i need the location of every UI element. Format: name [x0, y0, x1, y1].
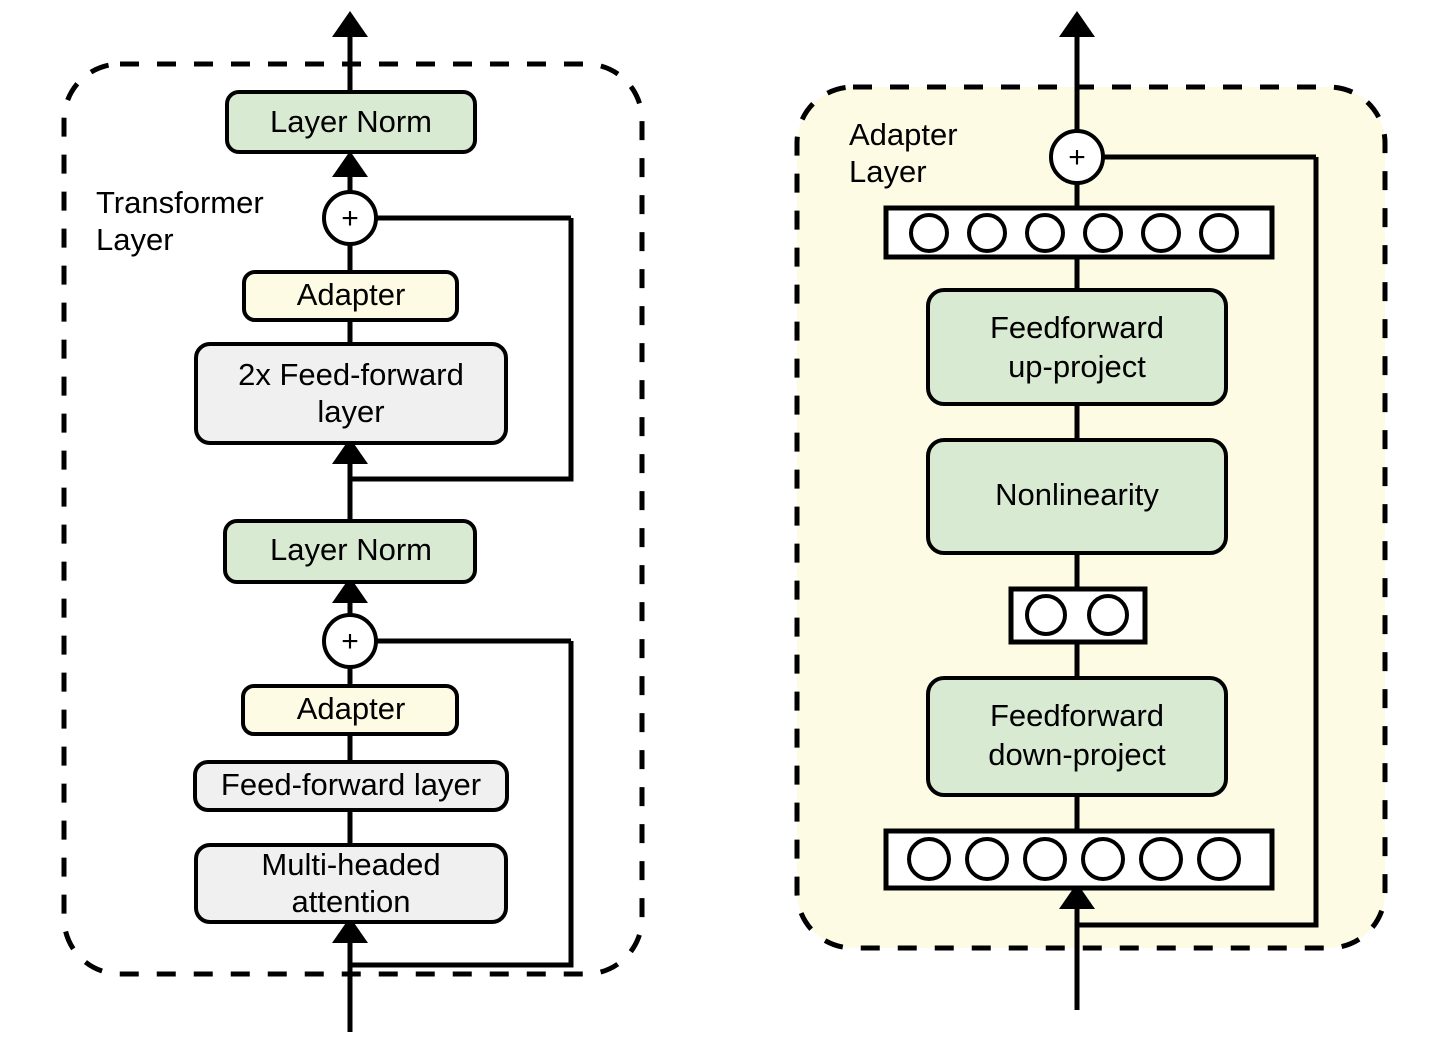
- neuron-input-5: [1139, 837, 1183, 881]
- neuron-output-5: [1141, 213, 1181, 253]
- neuron-output-3: [1025, 213, 1065, 253]
- node-layer-norm-bottom[interactable]: Layer Norm: [223, 519, 477, 584]
- multi-headed-attention-label-line2: attention: [292, 884, 411, 919]
- neuron-input-1: [907, 837, 951, 881]
- neuron-output-4: [1083, 213, 1123, 253]
- layer-norm-top-box: [225, 90, 477, 154]
- adapter-top-label: Adapter: [297, 277, 406, 312]
- transformer-layer-group-label-line1: Transformer: [96, 185, 264, 220]
- feedforward-down-project-label-line2: down-project: [988, 737, 1166, 772]
- feedforward-up-project-label-line2: up-project: [1008, 349, 1146, 384]
- node-neurons-input[interactable]: [883, 828, 1275, 891]
- feedforward-down-project-box: [926, 676, 1228, 797]
- node-adapter-bottom[interactable]: Adapter: [241, 684, 459, 736]
- conn-adapter-skip: [1077, 157, 1319, 928]
- node-multi-headed-attention[interactable]: Multi-headed attention: [194, 843, 508, 924]
- neuron-bottleneck-2: [1087, 594, 1129, 636]
- plus-adapter-circle: [1049, 129, 1105, 185]
- node-feed-forward-2x[interactable]: 2x Feed-forward layer: [194, 342, 508, 445]
- feedforward-up-project-box: [926, 288, 1228, 406]
- neuron-input-6: [1197, 837, 1241, 881]
- node-plus-bottom[interactable]: +: [322, 613, 378, 669]
- node-neurons-output[interactable]: [883, 205, 1275, 260]
- adapter-top-box: [242, 270, 459, 322]
- node-layer-norm-top[interactable]: Layer Norm: [225, 90, 477, 154]
- neuron-input-3: [1023, 837, 1067, 881]
- layer-norm-bottom-label: Layer Norm: [270, 532, 432, 567]
- panel-transformer-layer: Transformer Layer: [61, 10, 645, 1032]
- node-adapter-top[interactable]: Adapter: [242, 270, 459, 322]
- layer-norm-bottom-box: [223, 519, 477, 584]
- node-feedforward-up-project[interactable]: Feedforward up-project: [926, 288, 1228, 406]
- plus-top-label: +: [341, 202, 359, 235]
- neuron-bottleneck-1: [1025, 594, 1067, 636]
- adapter-bottom-box: [241, 684, 459, 736]
- plus-bottom-label: +: [341, 625, 359, 658]
- feedforward-down-project-label-line1: Feedforward: [990, 698, 1164, 733]
- multi-headed-attention-box: [194, 843, 508, 924]
- node-nonlinearity[interactable]: Nonlinearity: [926, 438, 1228, 555]
- feed-forward-layer-label: Feed-forward layer: [221, 767, 481, 802]
- transformer-layer-dashed-border: [61, 61, 645, 977]
- neuron-input-4: [1081, 837, 1125, 881]
- feedforward-up-project-label-line1: Feedforward: [990, 310, 1164, 345]
- node-neurons-bottleneck[interactable]: [1008, 586, 1148, 645]
- neuron-output-1: [909, 213, 949, 253]
- node-feed-forward-layer[interactable]: Feed-forward layer: [193, 760, 509, 812]
- multi-headed-attention-label-line1: Multi-headed: [261, 847, 440, 882]
- conn-residual-top: [350, 218, 574, 482]
- neuron-output-6: [1199, 213, 1239, 253]
- nonlinearity-box: [926, 438, 1228, 555]
- neuron-input-2: [965, 837, 1009, 881]
- node-feedforward-down-project[interactable]: Feedforward down-project: [926, 676, 1228, 797]
- transformer-layer-group-label-line2: Layer: [96, 222, 174, 257]
- adapter-layer-group-label-line2: Layer: [849, 154, 927, 189]
- panel-adapter-layer: Adapter Layer +: [794, 10, 1388, 1010]
- adapter-layer-group-label-line1: Adapter: [849, 117, 958, 152]
- plus-bottom-circle: [322, 613, 378, 669]
- adapter-bottom-label: Adapter: [297, 691, 406, 726]
- plus-adapter-label: +: [1068, 141, 1086, 174]
- nonlinearity-label: Nonlinearity: [995, 477, 1159, 512]
- node-plus-adapter[interactable]: +: [1049, 129, 1105, 185]
- conn-residual-bottom: [350, 641, 574, 968]
- plus-top-circle: [322, 190, 378, 246]
- feed-forward-layer-box: [193, 760, 509, 812]
- feed-forward-2x-label-line1: 2x Feed-forward: [238, 357, 464, 392]
- node-plus-top[interactable]: +: [322, 190, 378, 246]
- feed-forward-2x-label-line2: layer: [317, 394, 384, 429]
- feed-forward-2x-box: [194, 342, 508, 445]
- layer-norm-top-label: Layer Norm: [270, 104, 432, 139]
- neuron-output-2: [967, 213, 1007, 253]
